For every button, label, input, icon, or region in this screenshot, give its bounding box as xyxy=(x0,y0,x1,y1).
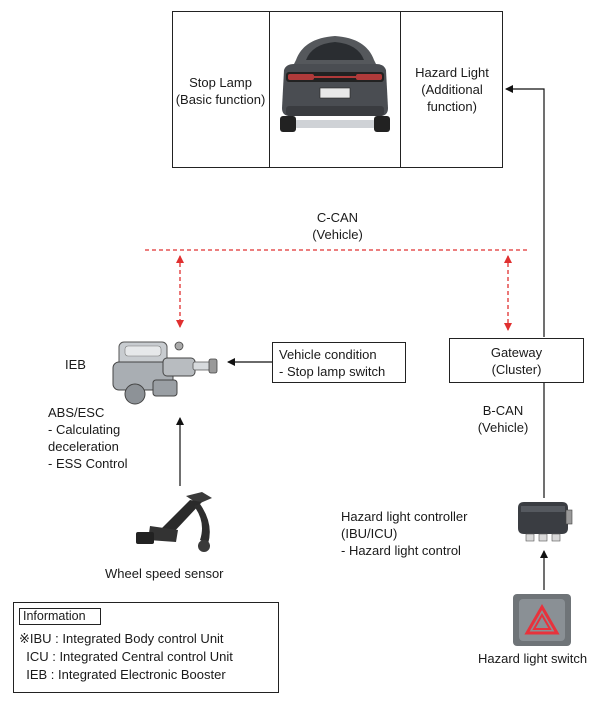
ieb-unit-image xyxy=(112,341,218,405)
hazard-switch-label: Hazard light switch xyxy=(478,651,588,666)
ieb-label: IEB xyxy=(65,357,86,372)
hazard-light-label: Hazard Light (Additional function) xyxy=(415,65,489,114)
ieb-functions: ABS/ESC - Calculating deceleration - ESS… xyxy=(48,405,128,471)
top-divider-2 xyxy=(400,11,401,168)
information-line-ibu: ※IBU : Integrated Body control Unit xyxy=(19,631,224,646)
hazard-controller-text: Hazard light controller (IBU/ICU) - Haza… xyxy=(341,509,468,558)
wheel-speed-sensor-label: Wheel speed sensor xyxy=(105,566,224,581)
hazard-switch-image xyxy=(513,594,571,646)
information-line-icu: ICU : Integrated Central control Unit xyxy=(19,649,233,664)
information-box xyxy=(13,602,279,693)
vehicle-condition-box xyxy=(272,342,406,383)
information-line-ieb: IEB : Integrated Electronic Booster xyxy=(19,667,226,682)
c-can-label: C-CAN (Vehicle) xyxy=(312,210,363,242)
gateway-box xyxy=(449,338,584,383)
gateway-to-hazard-line xyxy=(505,85,545,337)
stop-lamp-label: Stop Lamp (Basic function) xyxy=(175,75,266,107)
wheel-speed-sensor-image xyxy=(136,492,212,552)
hazard-controller-image xyxy=(518,502,573,542)
top-divider-1 xyxy=(269,11,270,168)
vehicle-condition-text: Vehicle condition - Stop lamp switch xyxy=(279,347,386,379)
gateway-text: Gateway (Cluster) xyxy=(490,345,543,377)
b-can-label: B-CAN (Vehicle) xyxy=(477,403,529,435)
car-rear-image xyxy=(280,36,390,132)
information-title-box xyxy=(19,608,101,625)
information-title: Information xyxy=(23,609,86,623)
